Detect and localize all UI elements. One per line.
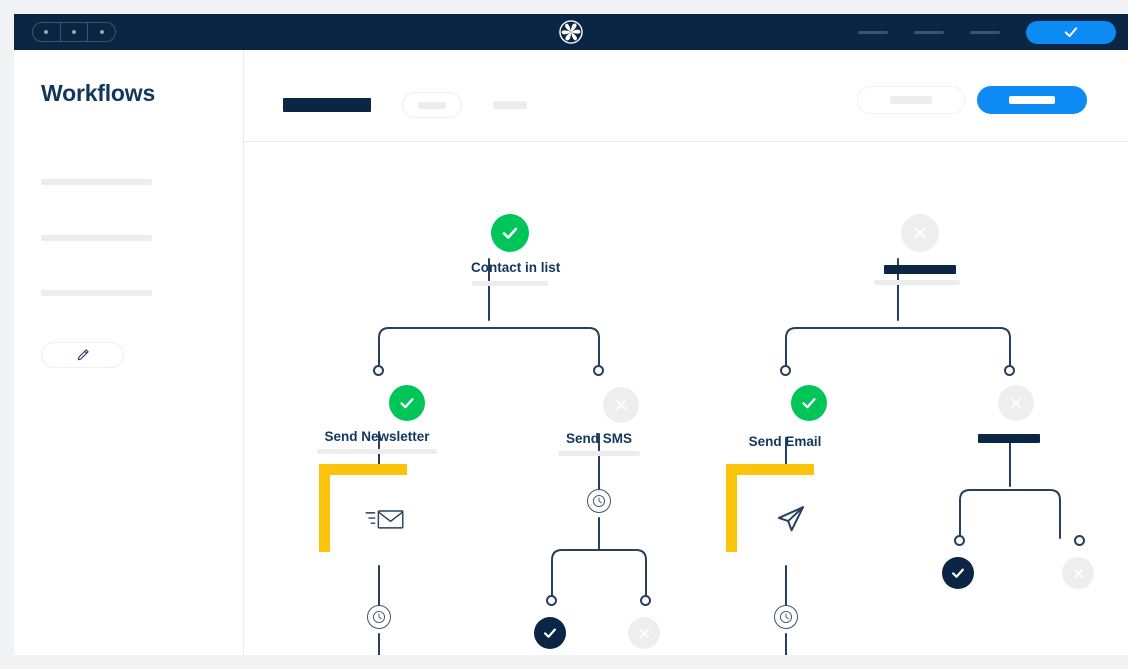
node-label: Send Email — [748, 434, 822, 449]
check-circle-icon — [388, 385, 425, 421]
clock-icon — [774, 605, 798, 629]
node-underline — [472, 281, 548, 286]
node-port-icon[interactable] — [1074, 535, 1085, 546]
node-send-sms-port[interactable] — [593, 365, 604, 376]
node-send-newsletter-port[interactable] — [373, 365, 384, 376]
card-body — [333, 478, 435, 564]
card-body — [740, 478, 842, 564]
node-underline — [317, 449, 437, 454]
sidebar-item-3[interactable] — [41, 290, 152, 296]
delay-newsletter[interactable] — [367, 605, 391, 629]
toolbar-right-group — [857, 86, 1087, 114]
content-toolbar — [244, 50, 1128, 142]
check-circle-icon — [791, 385, 827, 421]
node-send-email-port[interactable] — [780, 365, 791, 376]
node-port-icon[interactable] — [593, 365, 604, 376]
node-port-icon[interactable] — [546, 595, 557, 606]
node-leaf-sms-no[interactable] — [628, 617, 660, 649]
node-leaf-right-yes-port[interactable] — [954, 535, 965, 546]
check-circle-icon — [491, 214, 529, 252]
delay-sms[interactable] — [587, 489, 611, 513]
node-leaf-sms-yes[interactable] — [534, 617, 566, 649]
clock-icon — [587, 489, 611, 513]
pinwheel-logo-icon — [558, 19, 584, 45]
node-send-sms[interactable]: Send SMS — [558, 387, 659, 456]
dot-icon — [99, 30, 104, 34]
check-circle-icon — [942, 557, 974, 589]
envelope-send-icon — [363, 504, 405, 539]
toolbar-left-group — [283, 92, 527, 118]
connector-lines — [378, 258, 1061, 655]
newsletter-card[interactable] — [319, 464, 435, 564]
workflow-canvas[interactable]: Contact in list Send Newsletter — [244, 142, 1128, 655]
x-circle-icon — [628, 617, 660, 649]
node-leaf-sms-yes-port[interactable] — [546, 595, 557, 606]
sidebar-item-2[interactable] — [41, 235, 152, 241]
node-port-icon[interactable] — [373, 365, 384, 376]
node-leaf-sms-no-port[interactable] — [640, 595, 651, 606]
page-title: Workflows — [41, 80, 156, 106]
node-port-icon[interactable] — [954, 535, 965, 546]
paper-plane-icon — [774, 502, 808, 541]
dot-icon — [44, 30, 49, 34]
node-label: Send Newsletter — [324, 429, 430, 444]
check-icon — [1064, 27, 1078, 38]
node-leaf-right-no-port[interactable] — [1074, 535, 1085, 546]
node-port-icon[interactable] — [780, 365, 791, 376]
tab-active[interactable] — [283, 98, 371, 112]
check-circle-icon — [534, 617, 566, 649]
node-label: Contact in list — [471, 260, 561, 275]
node-underline — [558, 451, 640, 456]
nav-placeholder-1[interactable] — [858, 30, 888, 34]
sidebar: Workflows — [14, 50, 244, 655]
node-send-newsletter[interactable]: Send Newsletter — [317, 385, 452, 454]
node-underline — [874, 280, 960, 285]
sidebar-item-1[interactable] — [41, 179, 152, 185]
node-leaf-right-no[interactable] — [1062, 557, 1094, 589]
toolbar-secondary-link[interactable] — [493, 101, 527, 109]
sidebar-edit-button[interactable] — [41, 342, 124, 368]
node-contact-in-list[interactable]: Contact in list — [471, 214, 560, 286]
email-card[interactable] — [726, 464, 842, 564]
delay-email[interactable] — [774, 605, 798, 629]
window-control-1[interactable] — [33, 23, 60, 41]
window-control-2[interactable] — [59, 23, 88, 41]
node-send-email[interactable]: Send Email — [749, 385, 850, 449]
nav-placeholder-2[interactable] — [914, 30, 944, 34]
node-branch-right-port[interactable] — [1004, 365, 1015, 376]
toolbar-primary-button[interactable] — [977, 86, 1087, 114]
title-bar-actions — [858, 14, 1116, 50]
node-label: Send SMS — [565, 431, 632, 446]
outline-button-placeholder — [890, 96, 932, 104]
x-circle-icon — [901, 214, 939, 252]
node-port-icon[interactable] — [640, 595, 651, 606]
pencil-icon — [77, 349, 89, 361]
x-circle-icon — [998, 385, 1034, 421]
node-label-placeholder — [884, 265, 956, 274]
title-bar — [14, 14, 1128, 50]
titlebar-confirm-button[interactable] — [1026, 20, 1116, 44]
x-circle-icon — [603, 387, 639, 423]
node-label-placeholder — [978, 434, 1040, 443]
node-root-right[interactable] — [874, 214, 960, 285]
window-controls[interactable] — [32, 22, 116, 42]
filter-pill-button[interactable] — [402, 92, 462, 118]
node-leaf-right-yes[interactable] — [942, 557, 974, 589]
toolbar-outline-button[interactable] — [857, 86, 965, 114]
app-window: Workflows — [14, 14, 1128, 655]
primary-button-placeholder — [1009, 96, 1055, 104]
window-control-3[interactable] — [87, 23, 115, 41]
filter-pill-placeholder — [418, 101, 446, 109]
dot-icon — [72, 30, 76, 34]
x-circle-icon — [1062, 557, 1094, 589]
card-accent-frame — [726, 464, 814, 552]
card-accent-frame — [319, 464, 407, 552]
node-port-icon[interactable] — [1004, 365, 1015, 376]
node-branch-right[interactable] — [978, 385, 1040, 443]
clock-icon — [367, 605, 391, 629]
nav-placeholder-3[interactable] — [970, 30, 1000, 34]
